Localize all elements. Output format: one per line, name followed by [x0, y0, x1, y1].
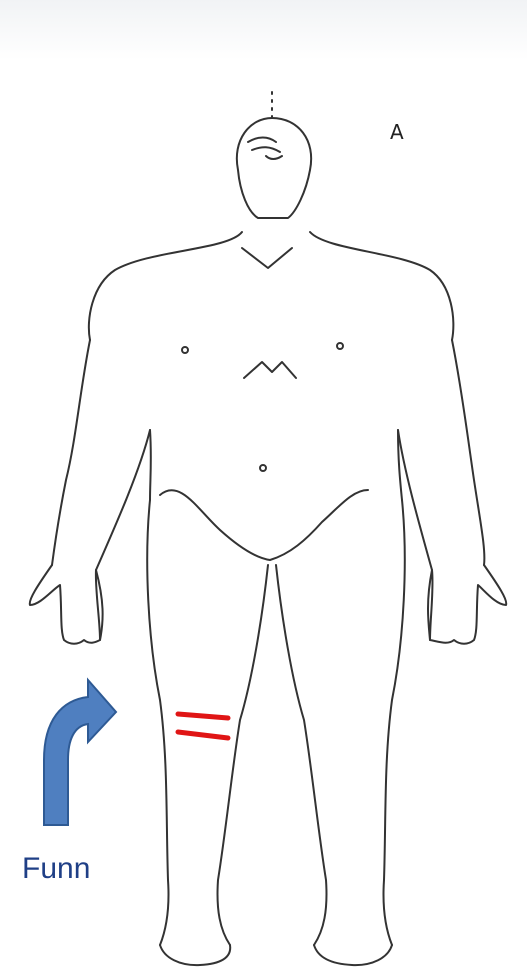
- left-leg: [147, 500, 268, 945]
- right-hand: [428, 565, 506, 644]
- torso-outline: [89, 232, 454, 340]
- left-nipple: [182, 347, 188, 353]
- left-foot: [160, 945, 230, 965]
- face-lines: [248, 138, 282, 160]
- right-nipple: [337, 343, 343, 349]
- right-leg: [276, 500, 405, 945]
- navel: [260, 465, 266, 471]
- hip-line: [160, 490, 368, 560]
- left-hand: [30, 565, 103, 644]
- double-line-marker-icon: [178, 714, 228, 738]
- view-label: A: [390, 120, 404, 144]
- head-outline: [237, 118, 311, 218]
- neck-v: [242, 248, 292, 268]
- finding-label: Funn: [22, 852, 90, 886]
- chest-mark: [244, 362, 296, 378]
- right-arm: [398, 340, 484, 640]
- right-foot: [314, 945, 392, 965]
- curved-arrow-up-right-icon: [44, 680, 116, 825]
